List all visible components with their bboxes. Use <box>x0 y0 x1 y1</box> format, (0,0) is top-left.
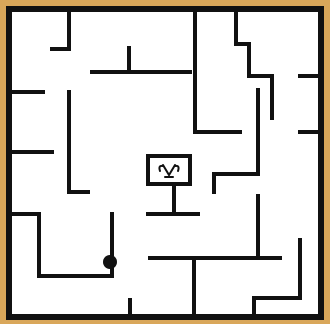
goal-box[interactable] <box>148 156 190 184</box>
goal-box-frame <box>148 156 190 184</box>
player-ball[interactable] <box>103 255 117 269</box>
